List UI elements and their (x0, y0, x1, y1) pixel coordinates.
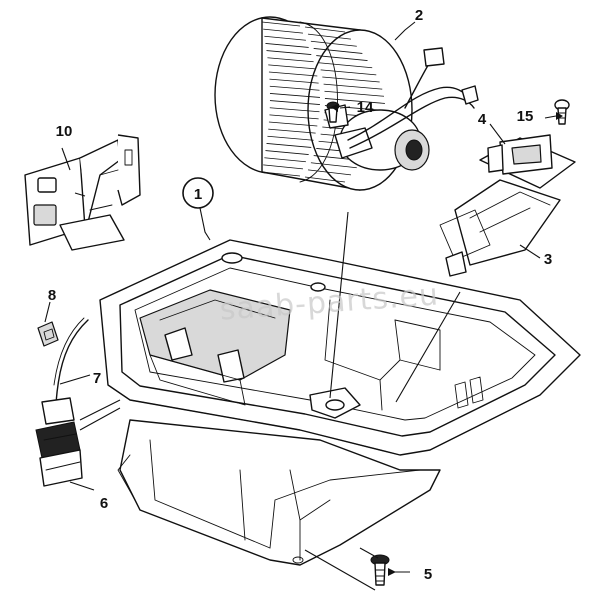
fan-blade (269, 93, 320, 98)
callout-7[interactable]: 7 (93, 370, 101, 387)
callout-3[interactable]: 3 (544, 251, 552, 268)
fan-blade (268, 71, 318, 77)
fan-blade (310, 40, 357, 47)
callout-2[interactable]: 2 (415, 7, 423, 24)
callout-5[interactable]: 5 (424, 566, 432, 583)
fan-blade (264, 35, 306, 41)
fan-blade (322, 76, 380, 83)
fan-blade (264, 157, 306, 163)
fan-blade (269, 100, 320, 105)
fan-blade (266, 50, 312, 55)
blower-resistor (439, 134, 576, 277)
callout-1-label: 1 (194, 186, 202, 203)
callout-14[interactable]: 14 (357, 99, 374, 116)
fan-blade (269, 107, 320, 113)
heater-housing (99, 239, 581, 566)
callout-15[interactable]: 15 (517, 108, 534, 125)
temperature-sensor (35, 317, 89, 487)
fan-blade (268, 64, 316, 70)
fan-blade (268, 121, 318, 127)
fan-blade (269, 85, 320, 91)
fan-blade (263, 164, 304, 170)
fan-blade (267, 135, 314, 141)
bracket (24, 134, 141, 251)
screw-15 (554, 99, 570, 125)
screw-14 (326, 101, 340, 123)
clip (37, 321, 59, 347)
fan-blade (269, 114, 319, 120)
fan-blade (269, 78, 319, 84)
fan-blade (267, 57, 314, 63)
fan-blade (263, 28, 304, 34)
fan-blade (323, 83, 383, 90)
fan-blade (316, 55, 368, 61)
fan-blade (261, 21, 301, 27)
fan-blade (266, 143, 312, 148)
fan-blade (268, 128, 316, 134)
screw-5 (370, 554, 390, 586)
fan-blade (265, 43, 309, 48)
fan-blade (324, 90, 385, 97)
fan-blade (261, 171, 301, 177)
blower-fan (214, 16, 479, 191)
callout-10[interactable]: 10 (56, 123, 73, 140)
fan-blade (304, 26, 346, 33)
callout-1[interactable]: 1 (182, 177, 214, 209)
fan-blade (318, 62, 373, 69)
callout-4[interactable]: 4 (478, 111, 487, 128)
callout-6[interactable]: 6 (100, 495, 108, 512)
fan-blade (313, 48, 363, 54)
fan-blade (265, 150, 309, 155)
leader-lines (44, 21, 563, 591)
fan-blade (307, 169, 352, 176)
fan-blade (324, 98, 385, 104)
fan-blade (307, 33, 352, 40)
fan-blade (304, 176, 346, 183)
fan-blade (320, 69, 377, 76)
callout-8[interactable]: 8 (48, 287, 56, 304)
fan-blade (310, 162, 357, 169)
